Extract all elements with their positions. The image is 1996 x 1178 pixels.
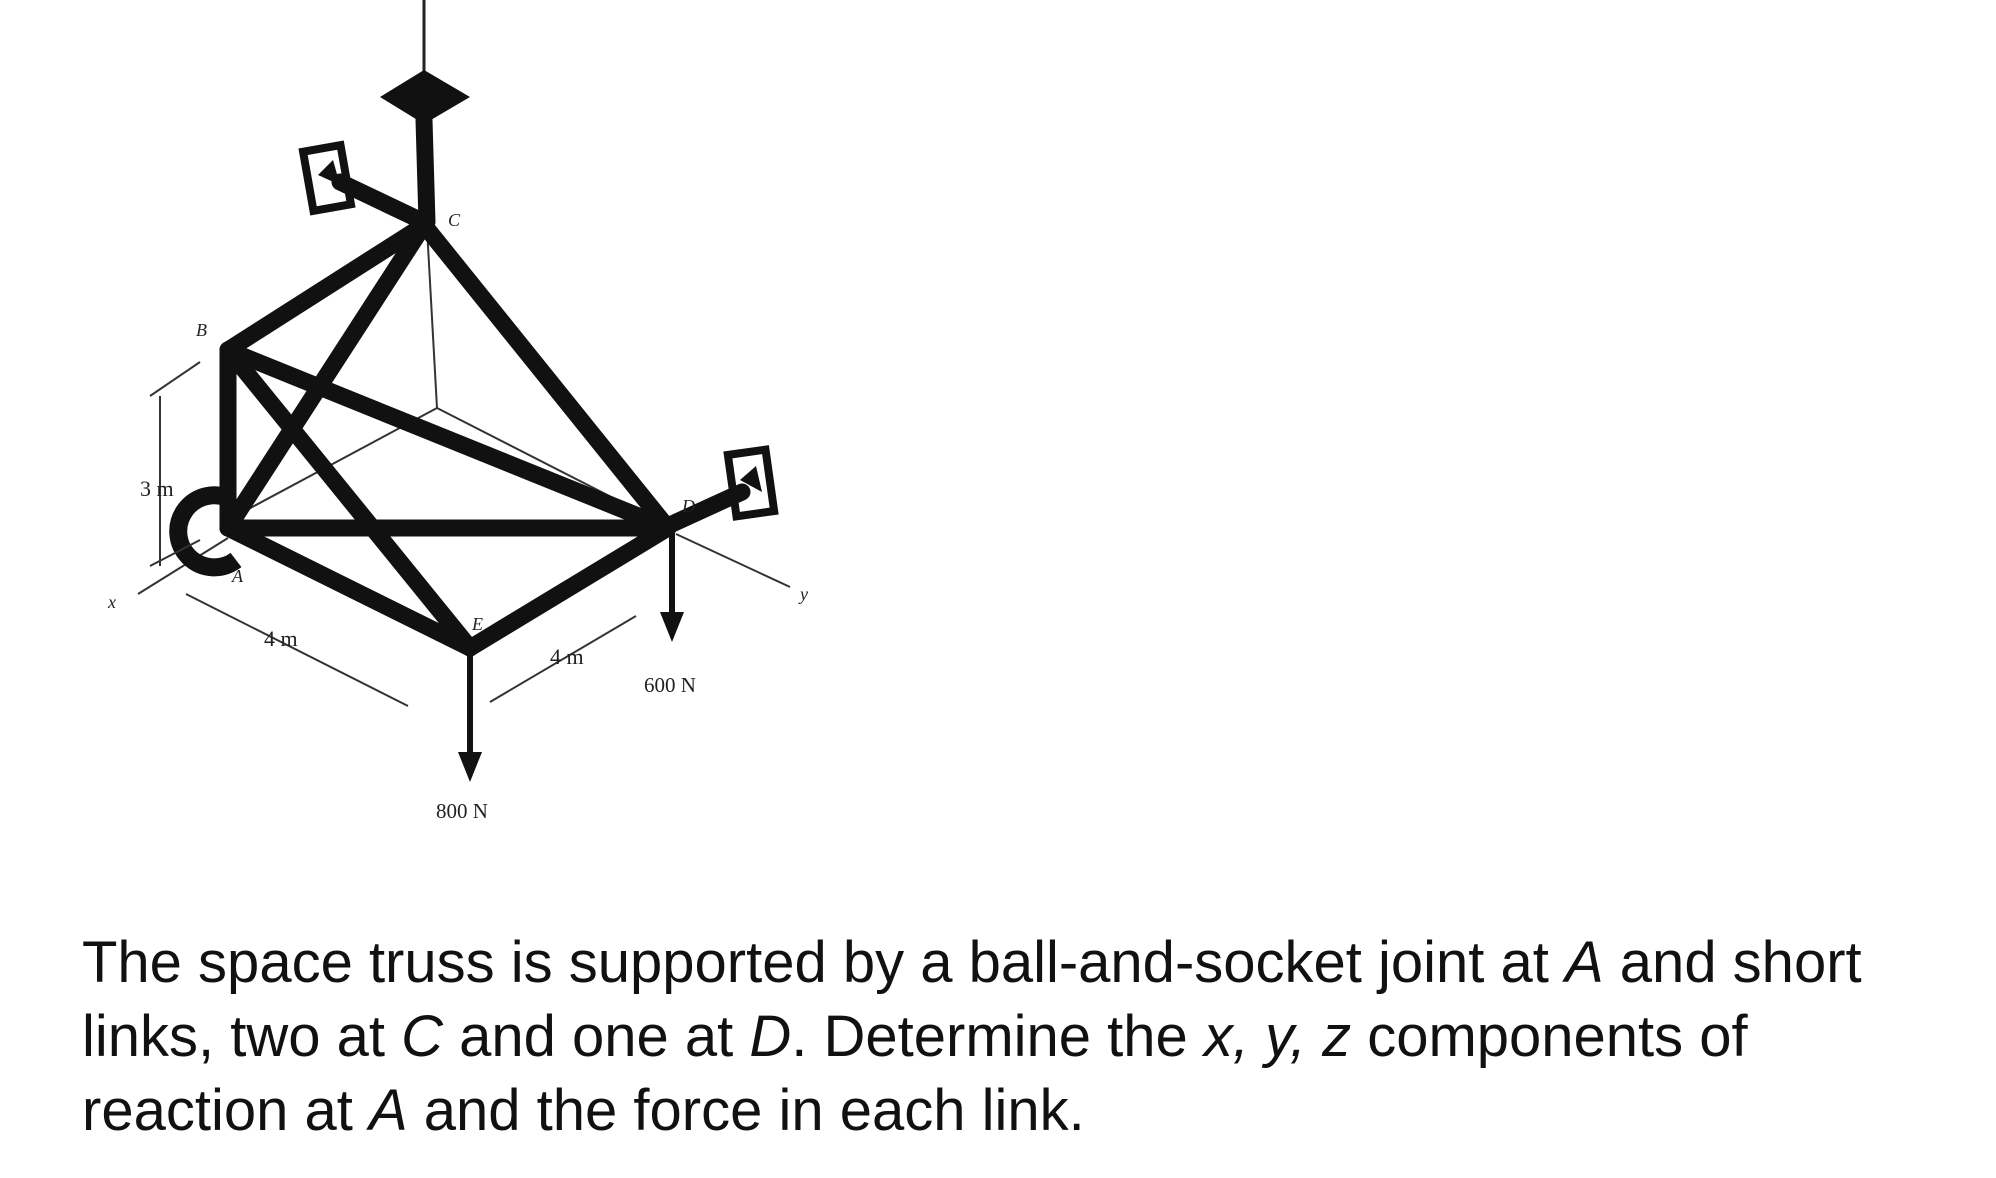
support-plate-c (298, 140, 356, 216)
link-c-member (331, 173, 433, 231)
x-axis-line (137, 537, 229, 595)
link-c-vertical (415, 111, 436, 231)
problem-statement: The space truss is supported by a ball-a… (82, 926, 1962, 1148)
dim-height-label: 3 m (140, 476, 174, 501)
point-label-c: C (448, 210, 461, 230)
top-support-plate (380, 70, 470, 124)
dim-height-ext-top (149, 361, 201, 397)
y-axis-label: y (798, 584, 808, 604)
point-label-a: A (231, 566, 244, 586)
link-d-member (663, 483, 751, 533)
member-cd (415, 216, 677, 537)
load-e-arrow-head (458, 752, 482, 782)
problem-text: The space truss is supported by a ball-a… (82, 930, 1565, 995)
point-label-d: D (681, 496, 695, 516)
problem-text: . Determine the (791, 1004, 1204, 1069)
member-be (219, 341, 479, 657)
dim-width-2-line (489, 615, 637, 703)
y-axis-line (675, 533, 791, 588)
dim-height-ext-bottom (149, 539, 201, 567)
problem-text-italic: A (1565, 930, 1604, 995)
member-de (461, 519, 677, 657)
ball-socket-support-a (169, 486, 242, 577)
support-plate-d (723, 445, 779, 521)
problem-text-italic: D (749, 1004, 792, 1069)
problem-text: and short links, two at (82, 930, 1878, 1069)
truss-members (219, 216, 677, 657)
problem-text-italic: A (368, 1078, 408, 1143)
member-ae (219, 519, 479, 657)
dim-width-2-label: 4 m (550, 644, 584, 669)
point-label-b: B (196, 320, 207, 340)
load-d-arrow-head (660, 612, 684, 642)
problem-text-italic: C (401, 1004, 444, 1069)
load-d-label: 600 N (644, 673, 696, 697)
dim-width-1-line (185, 593, 409, 707)
point-labels: B C D E A (196, 210, 695, 634)
loads: 800 N 600 N (436, 530, 696, 823)
member-ac (219, 216, 433, 537)
support-plate-d-mark (740, 466, 762, 492)
dimensions: 3 m 4 m 4 m (140, 361, 637, 707)
link-c-horizontal (298, 140, 433, 231)
joint-a (220, 520, 236, 536)
point-label-e: E (471, 614, 483, 634)
projection-line-c (426, 227, 438, 409)
load-e-label: 800 N (436, 799, 488, 823)
link-d (663, 445, 779, 533)
member-bd (219, 341, 677, 537)
problem-text-italic: x, y, z (1203, 1004, 1352, 1069)
problem-text: components of reaction at (82, 1004, 1764, 1143)
member-bc (219, 216, 433, 359)
socket-ring (169, 486, 242, 577)
axes: x y (107, 533, 808, 612)
x-axis-label: x (107, 592, 116, 612)
problem-text: and one at (443, 1004, 750, 1069)
dim-width-1-label: 4 m (264, 626, 298, 651)
problem-text: and the force in each link. (407, 1078, 1085, 1143)
